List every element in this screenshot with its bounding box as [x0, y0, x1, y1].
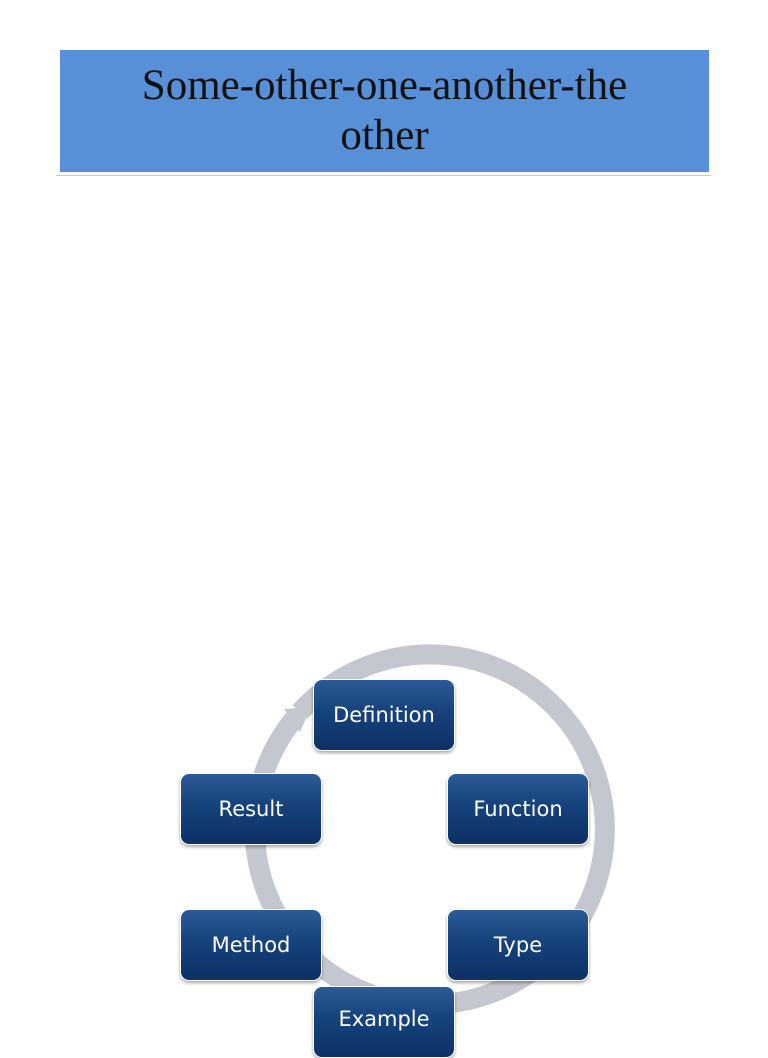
node-function: Function	[447, 773, 589, 845]
slide-title: Some-other-one-another-the other	[141, 62, 628, 159]
title-divider	[56, 175, 711, 176]
arrowhead-icon	[284, 707, 311, 732]
title-banner: Some-other-one-another-the other	[60, 50, 709, 172]
node-definition: Definition	[313, 679, 455, 751]
node-result: Result	[180, 773, 322, 845]
node-type: Type	[447, 909, 589, 981]
node-method: Method	[180, 909, 322, 981]
cycle-diagram	[244, 644, 615, 1015]
node-example: Example	[313, 986, 455, 1058]
